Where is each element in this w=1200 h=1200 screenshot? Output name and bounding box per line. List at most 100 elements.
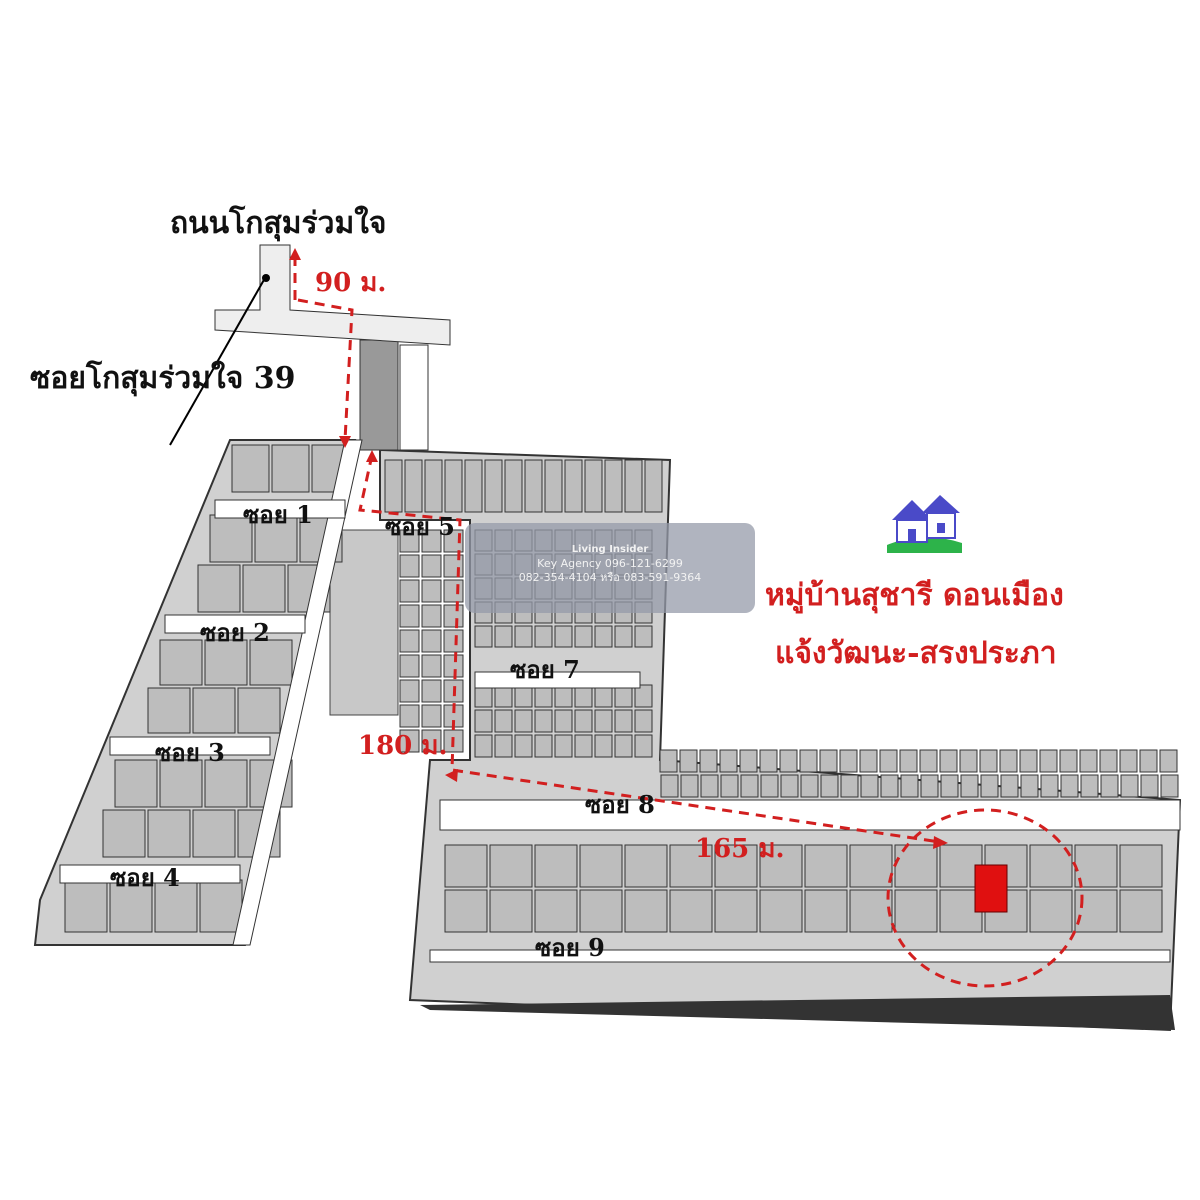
lot	[474, 709, 493, 733]
lot	[819, 749, 838, 773]
lot	[624, 889, 668, 933]
lot	[1029, 844, 1073, 888]
route-segment	[358, 454, 941, 844]
lot	[399, 729, 420, 753]
lot	[574, 709, 593, 733]
lot	[231, 444, 270, 493]
lot	[197, 564, 241, 613]
lot	[1100, 774, 1119, 798]
soi-road	[59, 864, 241, 884]
lot	[534, 844, 578, 888]
lot	[1074, 889, 1118, 933]
lot	[1099, 749, 1118, 773]
lot	[634, 709, 653, 733]
lot	[940, 774, 959, 798]
lot	[614, 709, 633, 733]
lot	[444, 844, 488, 888]
lot	[209, 514, 253, 563]
lot	[740, 774, 759, 798]
lot	[759, 844, 803, 888]
lot	[271, 444, 310, 493]
canal-strip	[420, 995, 1175, 1030]
lot	[839, 749, 858, 773]
lot	[424, 459, 443, 513]
lot	[779, 749, 798, 773]
lot	[109, 879, 153, 933]
lot	[919, 749, 938, 773]
lot	[544, 459, 563, 513]
lot	[860, 774, 879, 798]
lot	[147, 809, 191, 858]
lot	[421, 554, 442, 578]
arrow-head-icon	[339, 436, 351, 448]
lot	[514, 734, 533, 758]
lot	[899, 749, 918, 773]
lot	[900, 774, 919, 798]
arrow-head-icon	[366, 450, 378, 462]
lot	[999, 749, 1018, 773]
lot	[939, 749, 958, 773]
village-name-line1: หมู่บ้านสุชารี ดอนเมือง	[765, 578, 1064, 613]
lot	[624, 459, 643, 513]
lot	[204, 759, 248, 808]
lot	[444, 459, 463, 513]
lot	[820, 774, 839, 798]
lot	[443, 654, 464, 678]
lot	[494, 709, 513, 733]
lot	[1074, 844, 1118, 888]
lot	[554, 709, 573, 733]
lot	[102, 809, 146, 858]
lot	[1119, 889, 1163, 933]
lot	[524, 459, 543, 513]
lot	[443, 604, 464, 628]
lot	[624, 844, 668, 888]
lot	[64, 879, 108, 933]
lot	[714, 844, 758, 888]
access-soi-label: ซอยโกสุมร่วมใจ 39	[30, 361, 296, 396]
lot	[514, 709, 533, 733]
lot	[579, 844, 623, 888]
soi-4-label: ซอย 4	[110, 863, 180, 892]
lot	[859, 749, 878, 773]
lot	[159, 639, 203, 686]
watermark-line2: 082-354-4104 หรือ 083-591-9364	[518, 571, 702, 584]
lot	[739, 749, 758, 773]
route-segment	[297, 298, 354, 441]
lot	[534, 889, 578, 933]
lot	[534, 734, 553, 758]
soi-7-label: ซอย 7	[510, 655, 580, 684]
lot	[421, 729, 442, 753]
watermark: Living Insider Key Agency 096-121-6299 0…	[465, 523, 755, 613]
access-road	[214, 244, 451, 346]
lot	[604, 459, 623, 513]
lot	[399, 654, 420, 678]
soi-road	[474, 671, 641, 689]
lot	[800, 774, 819, 798]
lot	[421, 579, 442, 603]
lot	[1139, 749, 1158, 773]
lot	[489, 889, 533, 933]
soi-road	[429, 949, 1171, 963]
lot	[564, 459, 583, 513]
lot	[474, 625, 493, 648]
lot	[699, 749, 718, 773]
lot	[489, 844, 533, 888]
lot	[399, 554, 420, 578]
distance-90m: 90 ม.	[315, 268, 387, 298]
leader-line	[169, 277, 266, 446]
main-road-label: ถนนโกสุมร่วมใจ	[170, 206, 387, 241]
lot	[484, 459, 503, 513]
lot	[614, 625, 633, 648]
lot	[159, 759, 203, 808]
lot	[780, 774, 799, 798]
watermark-line1: Key Agency 096-121-6299	[537, 557, 683, 570]
entrance-gate	[359, 339, 399, 451]
lot	[534, 625, 553, 648]
lot	[1140, 774, 1159, 798]
lot	[399, 579, 420, 603]
lot	[1080, 774, 1099, 798]
lot	[849, 889, 893, 933]
arrow-head-icon	[933, 836, 948, 849]
soi-9-label: ซอย 9	[535, 933, 605, 962]
